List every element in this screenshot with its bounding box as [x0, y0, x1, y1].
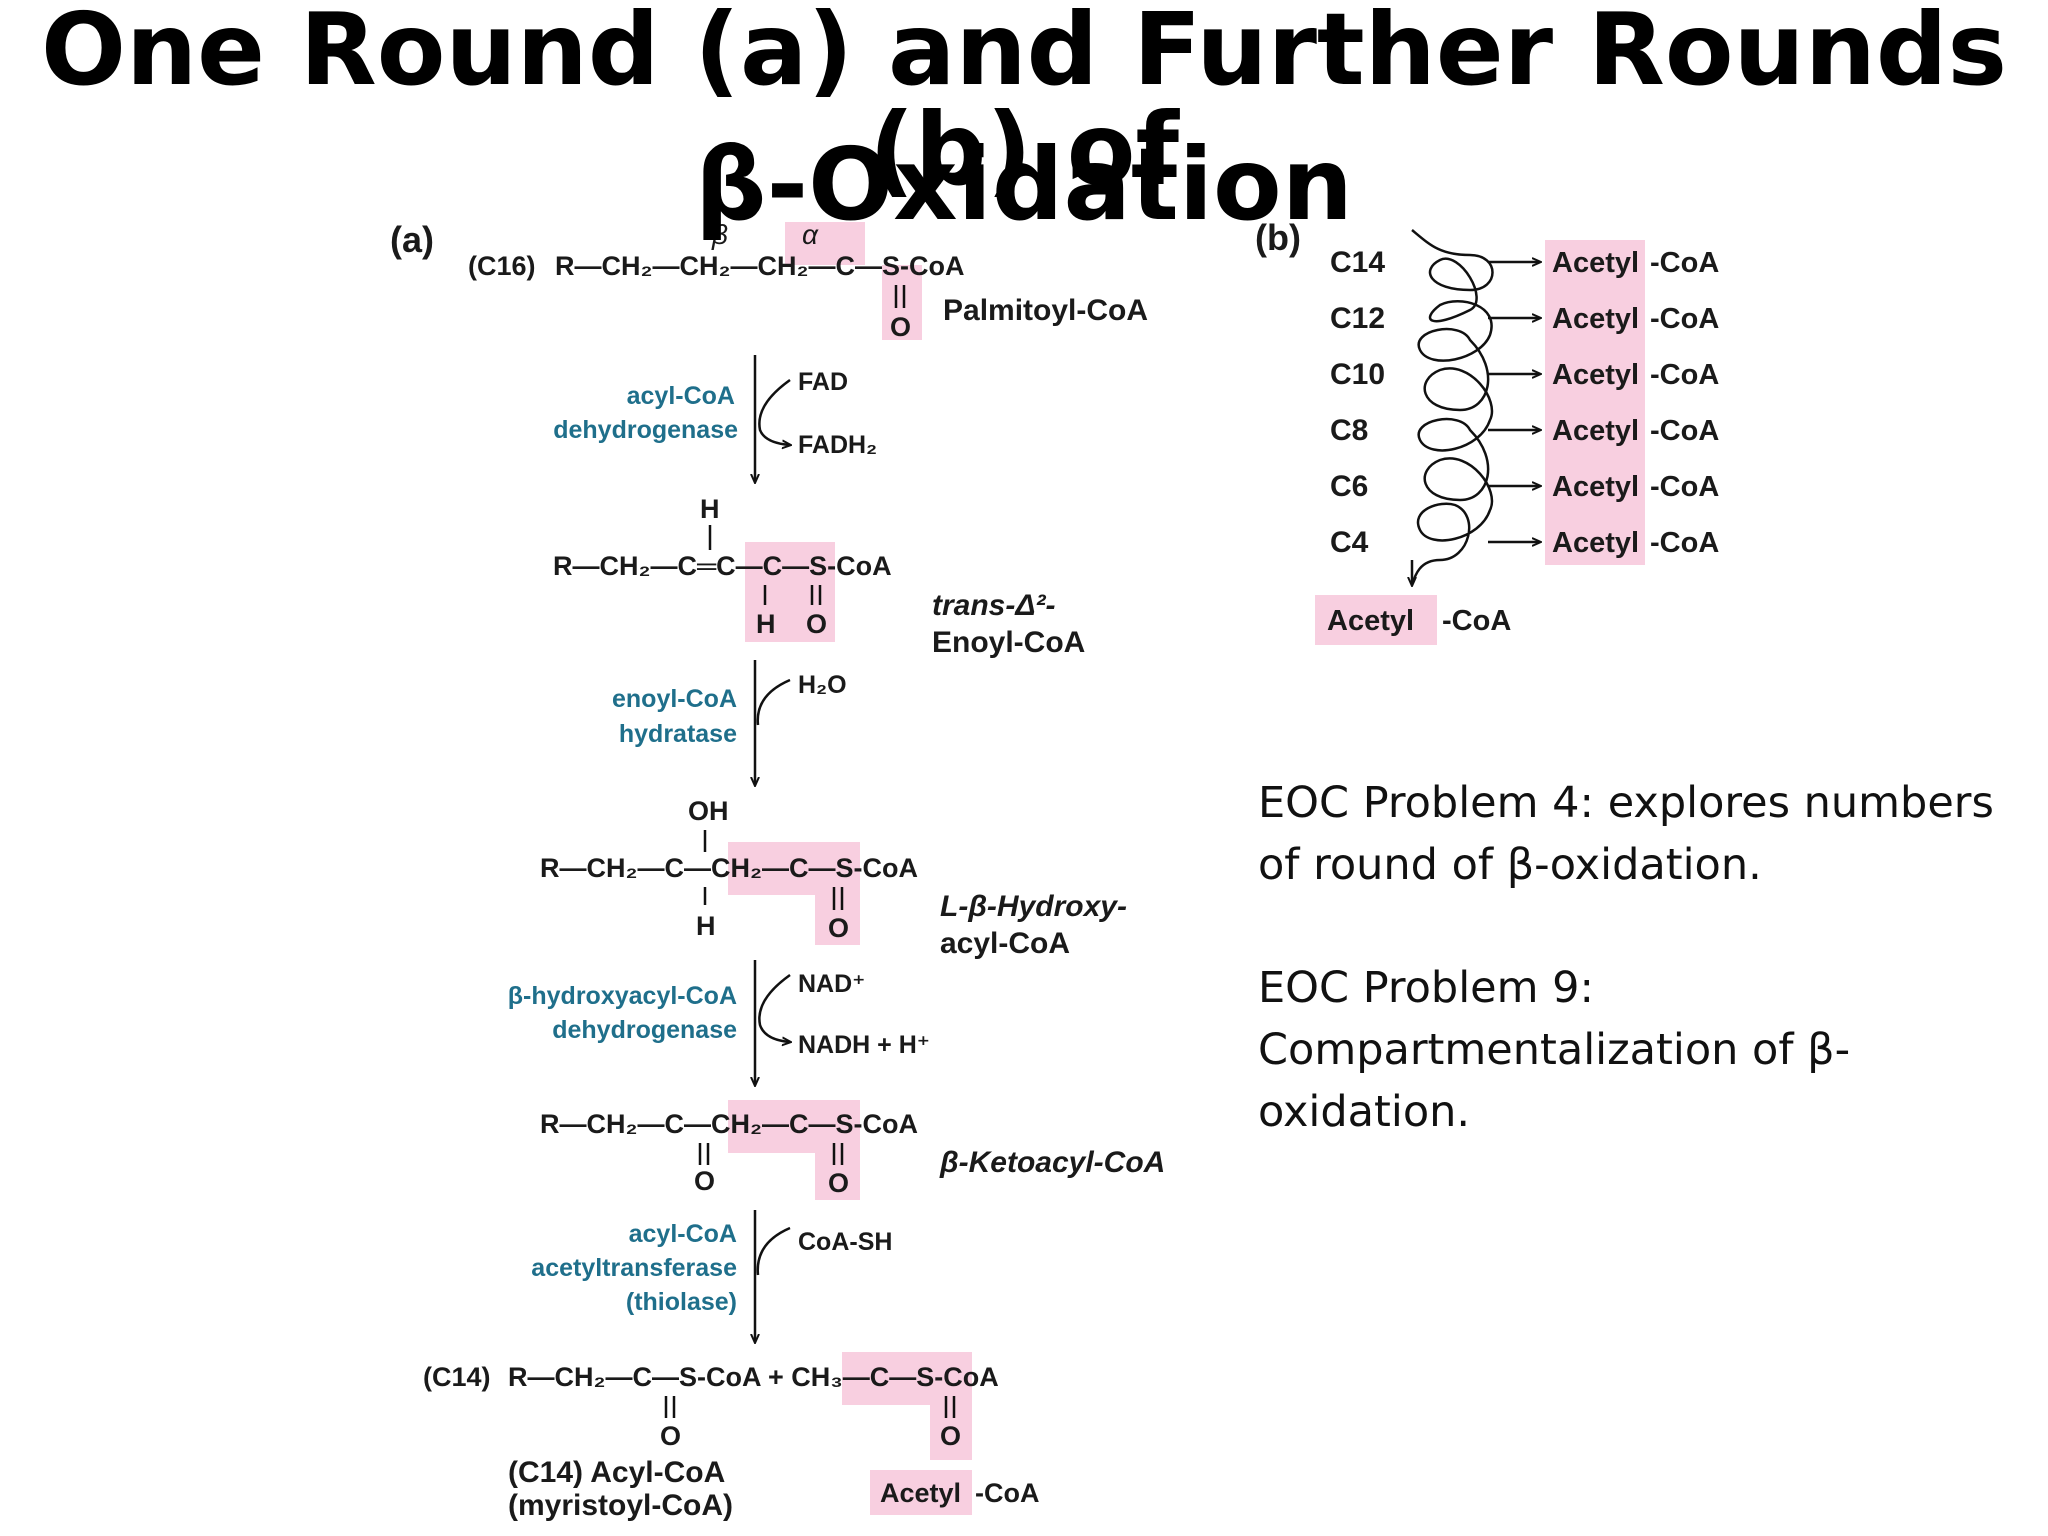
highlight-box: [842, 1352, 972, 1460]
formula-text: R—CH₂—C═C—C—S-CoA: [553, 551, 892, 581]
o-left: O: [694, 1166, 715, 1196]
enzyme-thiolase-3: (thiolase): [626, 1288, 737, 1316]
h-top: H: [700, 494, 720, 524]
enzyme-acyl-coa-dehydrogenase-1: acyl-CoA: [627, 382, 735, 410]
beta-label: β: [711, 219, 728, 250]
enzyme-thiolase-1: acyl-CoA: [629, 1220, 737, 1248]
ketoacyl-coa-structure: R—CH₂—C—CH₂—C—S-CoA O O β-Ketoacyl-CoA: [540, 1100, 1165, 1200]
final-coa: -CoA: [1442, 605, 1511, 637]
enzyme-thiolase-2: acetyltransferase: [531, 1254, 737, 1282]
o-left: O: [660, 1421, 681, 1451]
round-acetyl: Acetyl: [1552, 247, 1639, 279]
round-carbon-label: C6: [1330, 470, 1368, 503]
enzyme-hydroxyacyl-dehydrogenase-2: dehydrogenase: [552, 1016, 737, 1044]
enoyl-name-1: trans-Δ²-: [932, 589, 1055, 622]
water-label: H₂O: [798, 671, 847, 699]
fad-label: FAD: [798, 368, 848, 396]
step-3: β-hydroxyacyl-CoA dehydrogenase NAD⁺ NAD…: [508, 960, 930, 1085]
o-right: O: [940, 1421, 961, 1451]
h-bottom: H: [696, 911, 716, 941]
formula-text: R—CH₂—C—CH₂—C—S-CoA: [540, 1109, 918, 1139]
fadh2-label: FADH₂: [798, 431, 877, 459]
slide-title-line-1: One Round (a) and Further Rounds (b) of: [40, 0, 2008, 208]
step-1: acyl-CoA dehydrogenase FAD FADH₂: [553, 355, 877, 482]
step-4: acyl-CoA acetyltransferase (thiolase) Co…: [531, 1210, 892, 1342]
enzyme-acyl-coa-dehydrogenase-2: dehydrogenase: [553, 416, 738, 444]
oxygen-text: O: [890, 312, 911, 342]
round-coa: -CoA: [1650, 359, 1719, 391]
round-acetyl: Acetyl: [1552, 303, 1639, 335]
product1-name-2: (myristoyl-CoA): [508, 1489, 733, 1522]
note-eoc-problem-4: EOC Problem 4: explores numbers of round…: [1258, 778, 1994, 890]
products-structure: (C14) R—CH₂—C—S-CoA + CH₃—C—S-CoA O O (C…: [423, 1352, 1039, 1522]
enoyl-name-2: Enoyl-CoA: [932, 626, 1085, 659]
highlight-box: [728, 842, 860, 945]
alpha-label: α: [802, 219, 819, 250]
round-acetyl: Acetyl: [1552, 359, 1639, 391]
formula-text: R—CH₂—C—S-CoA + CH₃—C—S-CoA: [508, 1362, 999, 1392]
panel-b-label: (b): [1255, 217, 1301, 258]
palmitoyl-name: Palmitoyl-CoA: [943, 294, 1148, 327]
enzyme-enoyl-coa-hydratase-1: enoyl-CoA: [612, 685, 737, 713]
oh-top: OH: [688, 796, 729, 826]
hydroxy-name-2: acyl-CoA: [940, 927, 1070, 960]
round-acetyl: Acetyl: [1552, 415, 1639, 447]
round-carbon-label: C14: [1330, 246, 1385, 279]
acetyl-highlight-column: [1545, 240, 1645, 565]
round-coa: -CoA: [1650, 303, 1719, 335]
c14-label: (C14): [423, 1362, 491, 1392]
round-acetyl: Acetyl: [1552, 527, 1639, 559]
slide-title-line-2: β-Oxidation: [695, 126, 1353, 243]
formula-text: R—CH₂—CH₂—CH₂—C—S-CoA: [555, 251, 964, 281]
panel-a-label: (a): [390, 219, 434, 260]
final-acetyl-highlight: [1315, 595, 1437, 645]
highlight-box-acetyl: [870, 1470, 972, 1515]
enoyl-coa-structure: H R—CH₂—C═C—C—S-CoA H O trans-Δ²- Enoyl-…: [553, 494, 1085, 659]
note-eoc-problem-9: EOC Problem 9: Compartmentalization of β…: [1258, 963, 1851, 1137]
nad-label: NAD⁺: [798, 970, 865, 998]
step-2: enoyl-CoA hydratase H₂O: [612, 660, 847, 785]
panel-a: (a) β α (C16) R—CH₂—CH₂—CH₂—C—S-CoA O Pa…: [390, 219, 1165, 1522]
palmitoyl-coa-structure: β α (C16) R—CH₂—CH₂—CH₂—C—S-CoA O Palmit…: [468, 219, 1148, 342]
h-bottom: H: [756, 609, 776, 639]
enzyme-hydroxyacyl-dehydrogenase-1: β-hydroxyacyl-CoA: [508, 982, 737, 1010]
product2-acetyl: Acetyl: [880, 1478, 961, 1508]
round-acetyl: Acetyl: [1552, 471, 1639, 503]
round-carbon-label: C12: [1330, 302, 1385, 335]
hydroxy-name-1: L-β-Hydroxy-: [940, 890, 1127, 923]
final-acetyl: Acetyl: [1327, 605, 1414, 637]
round-carbon-label: C8: [1330, 414, 1368, 447]
keto-name: β-Ketoacyl-CoA: [939, 1146, 1165, 1179]
c16-label: (C16): [468, 251, 536, 281]
hydroxyacyl-coa-structure: OH R—CH₂—C—CH₂—C—S-CoA H O L-β-Hydroxy- …: [540, 796, 1127, 960]
o-bottom: O: [828, 913, 849, 943]
o-bottom: O: [806, 609, 827, 639]
round-coa: -CoA: [1650, 527, 1719, 559]
nadh-label: NADH + H⁺: [798, 1031, 930, 1059]
round-coa: -CoA: [1650, 471, 1719, 503]
coash-label: CoA-SH: [798, 1228, 892, 1256]
spiral-path: [1410, 229, 1494, 586]
highlight-box: [728, 1100, 860, 1200]
formula-text: R—CH₂—C—CH₂—C—S-CoA: [540, 853, 918, 883]
product1-name-1: (C14) Acyl-CoA: [508, 1456, 725, 1489]
round-coa: -CoA: [1650, 247, 1719, 279]
product2-coa: -CoA: [975, 1478, 1039, 1508]
highlight-box: [785, 222, 922, 340]
round-coa: -CoA: [1650, 415, 1719, 447]
round-carbon-label: C4: [1330, 526, 1369, 559]
enzyme-enoyl-coa-hydratase-2: hydratase: [619, 720, 737, 748]
round-carbon-label: C10: [1330, 358, 1385, 391]
o-right: O: [828, 1168, 849, 1198]
